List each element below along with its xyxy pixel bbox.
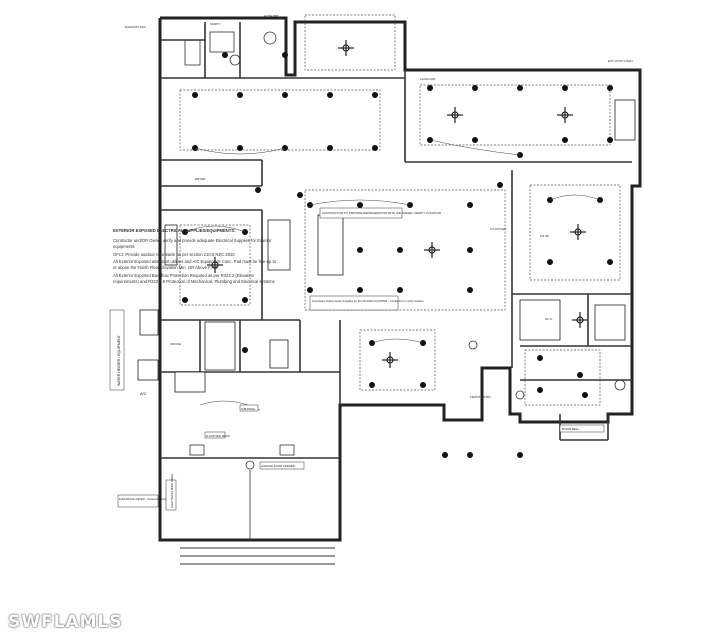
notes-line: or above the Finish Floor Elevation Min.… [113, 265, 219, 270]
hose-label: HOSE BIB [264, 14, 278, 18]
kitchen-note: CONTRACTOR TO PROVIDE REFRIGERATOR WITH … [322, 211, 441, 215]
main-label: ELECTRICAL MAIN PANEL [170, 473, 174, 508]
callout-tags: CONTRACTOR TO PROVIDE REFRIGERATOR WITH … [109, 14, 633, 511]
notes-line: All Exterior Exposed attendant utilities… [113, 259, 277, 264]
notes-line: All Exterior Exposed Backflow Protection… [113, 273, 255, 278]
closet-label: W.I.C. [545, 317, 553, 321]
general-notes: EXTERIOR EXPOSED ELECTRICAL SUPPLIES/EQU… [113, 228, 277, 284]
island-note: Contractor shall provide Supplies for th… [312, 299, 424, 303]
office-label: OFFICE [170, 342, 181, 346]
notes-heading: EXTERIOR EXPOSED ELECTRICAL SUPPLIES/EQU… [113, 228, 236, 233]
lanai-label: LANAI FAN [420, 77, 435, 81]
ceiling-box: 1/2 HP [540, 234, 549, 238]
outlets [137, 99, 636, 393]
garage-label-2: GARAGE DOOR OPENER [261, 464, 295, 468]
notes-line: equipments [113, 244, 135, 249]
equipment-label: WATER HEATER / EQUIPMENT [117, 334, 121, 386]
entry-label: FRONT ENTRY [470, 395, 491, 399]
ac-label: A/C [140, 391, 147, 396]
notes-line: GFCI: Provide outdoor receptacle as per … [113, 252, 235, 257]
fixtures [184, 31, 626, 540]
meter-label: ELECTRICAL METER - Contractor verify loc… [119, 497, 176, 501]
ceiling-fans [207, 40, 588, 368]
vanity-label: VANITY [210, 22, 221, 26]
notes-line: Contractor and/OR Owner verify and provi… [113, 238, 272, 243]
garage-door-opening [180, 547, 335, 565]
vent-label: EXHAUST FAN [125, 25, 146, 29]
tv-label: TV OUTLET [490, 227, 507, 231]
garage-label-1: FLOOR SINK DRAIN [206, 435, 230, 438]
notes-line: requirements) and R322.1.6 Protection of… [113, 279, 275, 284]
recessed-lights [182, 52, 613, 458]
garage-label-3: SUB PANEL [241, 407, 256, 411]
ceiling-zones [179, 14, 621, 406]
laundry-label: DRYER [195, 177, 206, 181]
patio-label: EXT. POST LIGHT [608, 59, 633, 63]
watermark-text: SWFLAMLS [8, 612, 123, 632]
front-door-label: DOOR BELL [562, 427, 580, 431]
